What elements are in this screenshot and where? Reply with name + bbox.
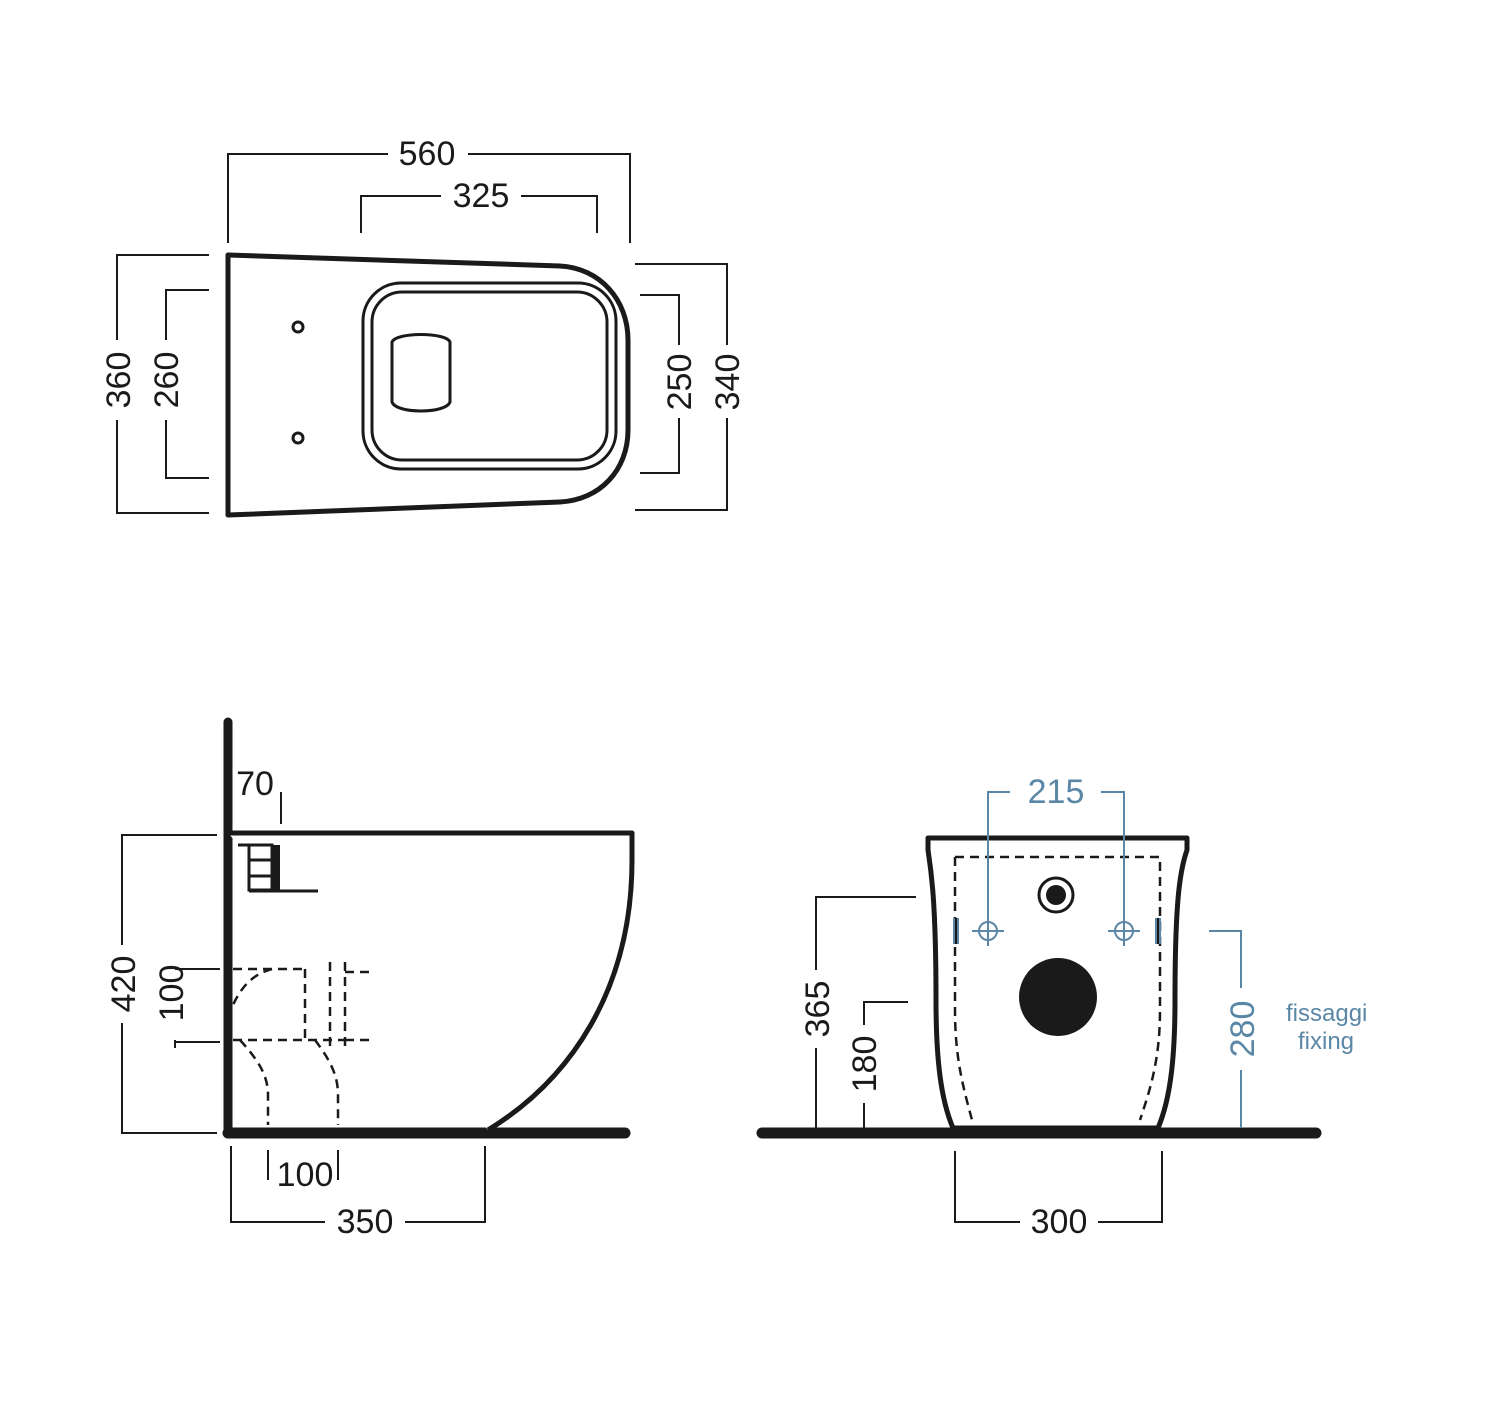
dimension-line-260: [165, 289, 209, 479]
front-view-outlet: [1019, 958, 1097, 1036]
dimension-line-100-horizontal: [267, 1150, 339, 1180]
dimension-325: 325: [453, 177, 510, 215]
dimension-100-vertical: 100: [153, 965, 191, 1022]
dimension-420: 420: [105, 956, 143, 1013]
dimension-line-350: [230, 1146, 486, 1223]
side-view-outlet-pipe: [231, 962, 372, 1125]
dimension-340: 340: [709, 354, 747, 411]
dimension-300: 300: [1031, 1203, 1088, 1241]
dimension-line-250: [640, 294, 680, 474]
dimension-line-180: [863, 1001, 908, 1128]
top-view-fixing-hole-lower: [291, 431, 305, 445]
side-view-fixing-bracket: [238, 843, 318, 893]
dimension-180: 180: [846, 1036, 884, 1093]
dimension-350: 350: [337, 1203, 394, 1241]
top-view-bowl-outer: [361, 281, 618, 471]
dimension-365: 365: [799, 981, 837, 1038]
dimension-line-560: [227, 153, 631, 243]
dimension-70: 70: [236, 765, 274, 803]
dimension-560: 560: [399, 135, 456, 173]
side-view-outline: [228, 830, 635, 1133]
side-view: 70 420 100 100 350: [105, 717, 635, 1241]
dimension-line-340: [635, 263, 728, 511]
dimension-260: 260: [148, 352, 186, 409]
top-view-bowl-drain: [390, 333, 452, 413]
front-view: 215 365 180 280 fissaggi fixing 300: [756, 773, 1367, 1241]
top-view-outline: [225, 252, 631, 518]
front-view-inlet-inner: [1046, 885, 1066, 905]
fixing-label-english: fixing: [1298, 1028, 1354, 1055]
dimension-line-360: [116, 254, 209, 514]
dimension-line-215: [987, 791, 1125, 946]
dimension-100-horizontal: 100: [277, 1156, 334, 1194]
dimension-line-420: [121, 834, 217, 1134]
front-view-inlet-outer: [1037, 876, 1075, 914]
dimension-215: 215: [1028, 773, 1085, 811]
top-view-fixing-hole-upper: [291, 320, 305, 334]
top-view: 560 325 360 260 250 340: [100, 135, 747, 518]
dimension-line-325: [360, 195, 598, 233]
fixing-label-italian: fissaggi: [1286, 1000, 1367, 1027]
top-view-bowl-inner: [370, 290, 609, 462]
dimension-line-280: [1209, 930, 1242, 1128]
dimension-line-100-vertical: [174, 968, 220, 1048]
dimension-line-365: [815, 896, 916, 1128]
dimension-250: 250: [661, 354, 699, 411]
front-view-inner-outline: [953, 855, 1162, 1121]
dimension-line-300: [954, 1151, 1163, 1223]
dimension-280: 280: [1224, 1001, 1262, 1058]
dimension-360: 360: [100, 352, 138, 409]
